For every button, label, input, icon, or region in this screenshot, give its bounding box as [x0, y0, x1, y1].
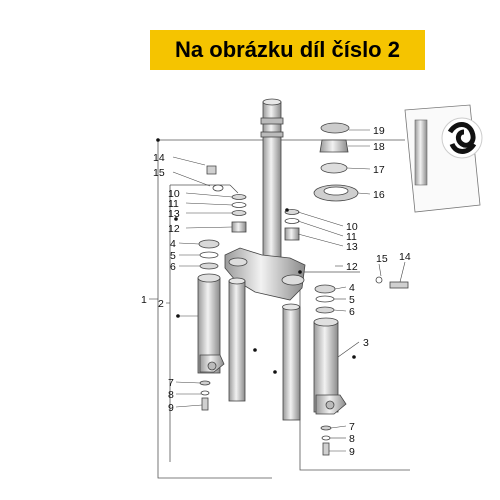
- leader-lines: [149, 129, 406, 452]
- callout-15b: 15: [376, 253, 388, 265]
- part-number-banner: Na obrázku díl číslo 2: [150, 30, 425, 70]
- callout-13b: 13: [346, 241, 358, 253]
- callout-12: 12: [168, 223, 180, 235]
- callout-9: 9: [168, 402, 174, 414]
- callout-6b: 6: [349, 306, 355, 318]
- callout-14b: 14: [399, 251, 411, 263]
- fork-crown: [224, 247, 306, 301]
- leader-dots: [156, 138, 356, 374]
- callout-7b: 7: [349, 421, 355, 433]
- callout-9b: 9: [349, 446, 355, 458]
- callout-18: 18: [373, 141, 385, 153]
- steering-column: [260, 98, 284, 273]
- callout-4b: 4: [349, 282, 355, 294]
- callout-13: 13: [168, 208, 180, 220]
- callout-10: 10: [168, 188, 180, 200]
- callout-labels: 14 15 10 11 13 12 4 5 6 1 2 7 8 9 19 18 …: [141, 125, 411, 458]
- callout-19: 19: [373, 125, 385, 137]
- callout-6: 6: [170, 261, 176, 273]
- callout-1: 1: [141, 294, 147, 306]
- callout-16: 16: [373, 189, 385, 201]
- callout-17: 17: [373, 164, 385, 176]
- inset-panel: [404, 104, 483, 213]
- callout-8: 8: [168, 389, 174, 401]
- left-seal-stack: [198, 194, 247, 270]
- left-fork-leg: [197, 273, 225, 374]
- right-fork-leg: [313, 317, 347, 415]
- right-seal-stack: [284, 209, 336, 314]
- callout-7: 7: [168, 377, 174, 389]
- steering-bearings: [313, 122, 359, 202]
- callout-2: 2: [158, 298, 164, 310]
- callout-12b: 12: [346, 261, 358, 273]
- callout-8b: 8: [349, 433, 355, 445]
- callout-5b: 5: [349, 294, 355, 306]
- fasteners: [199, 165, 409, 456]
- callout-3: 3: [363, 337, 369, 349]
- moto-guzzi-knot-icon: [441, 117, 483, 159]
- callout-14: 14: [153, 152, 165, 164]
- callout-15: 15: [153, 167, 165, 179]
- callout-5: 5: [170, 250, 176, 262]
- left-fork-tube: [228, 277, 246, 402]
- callout-11: 11: [168, 198, 179, 210]
- callout-11b: 11: [346, 231, 357, 243]
- callout-4: 4: [170, 238, 176, 250]
- right-fork-tube: [282, 303, 301, 421]
- callout-10b: 10: [346, 221, 358, 233]
